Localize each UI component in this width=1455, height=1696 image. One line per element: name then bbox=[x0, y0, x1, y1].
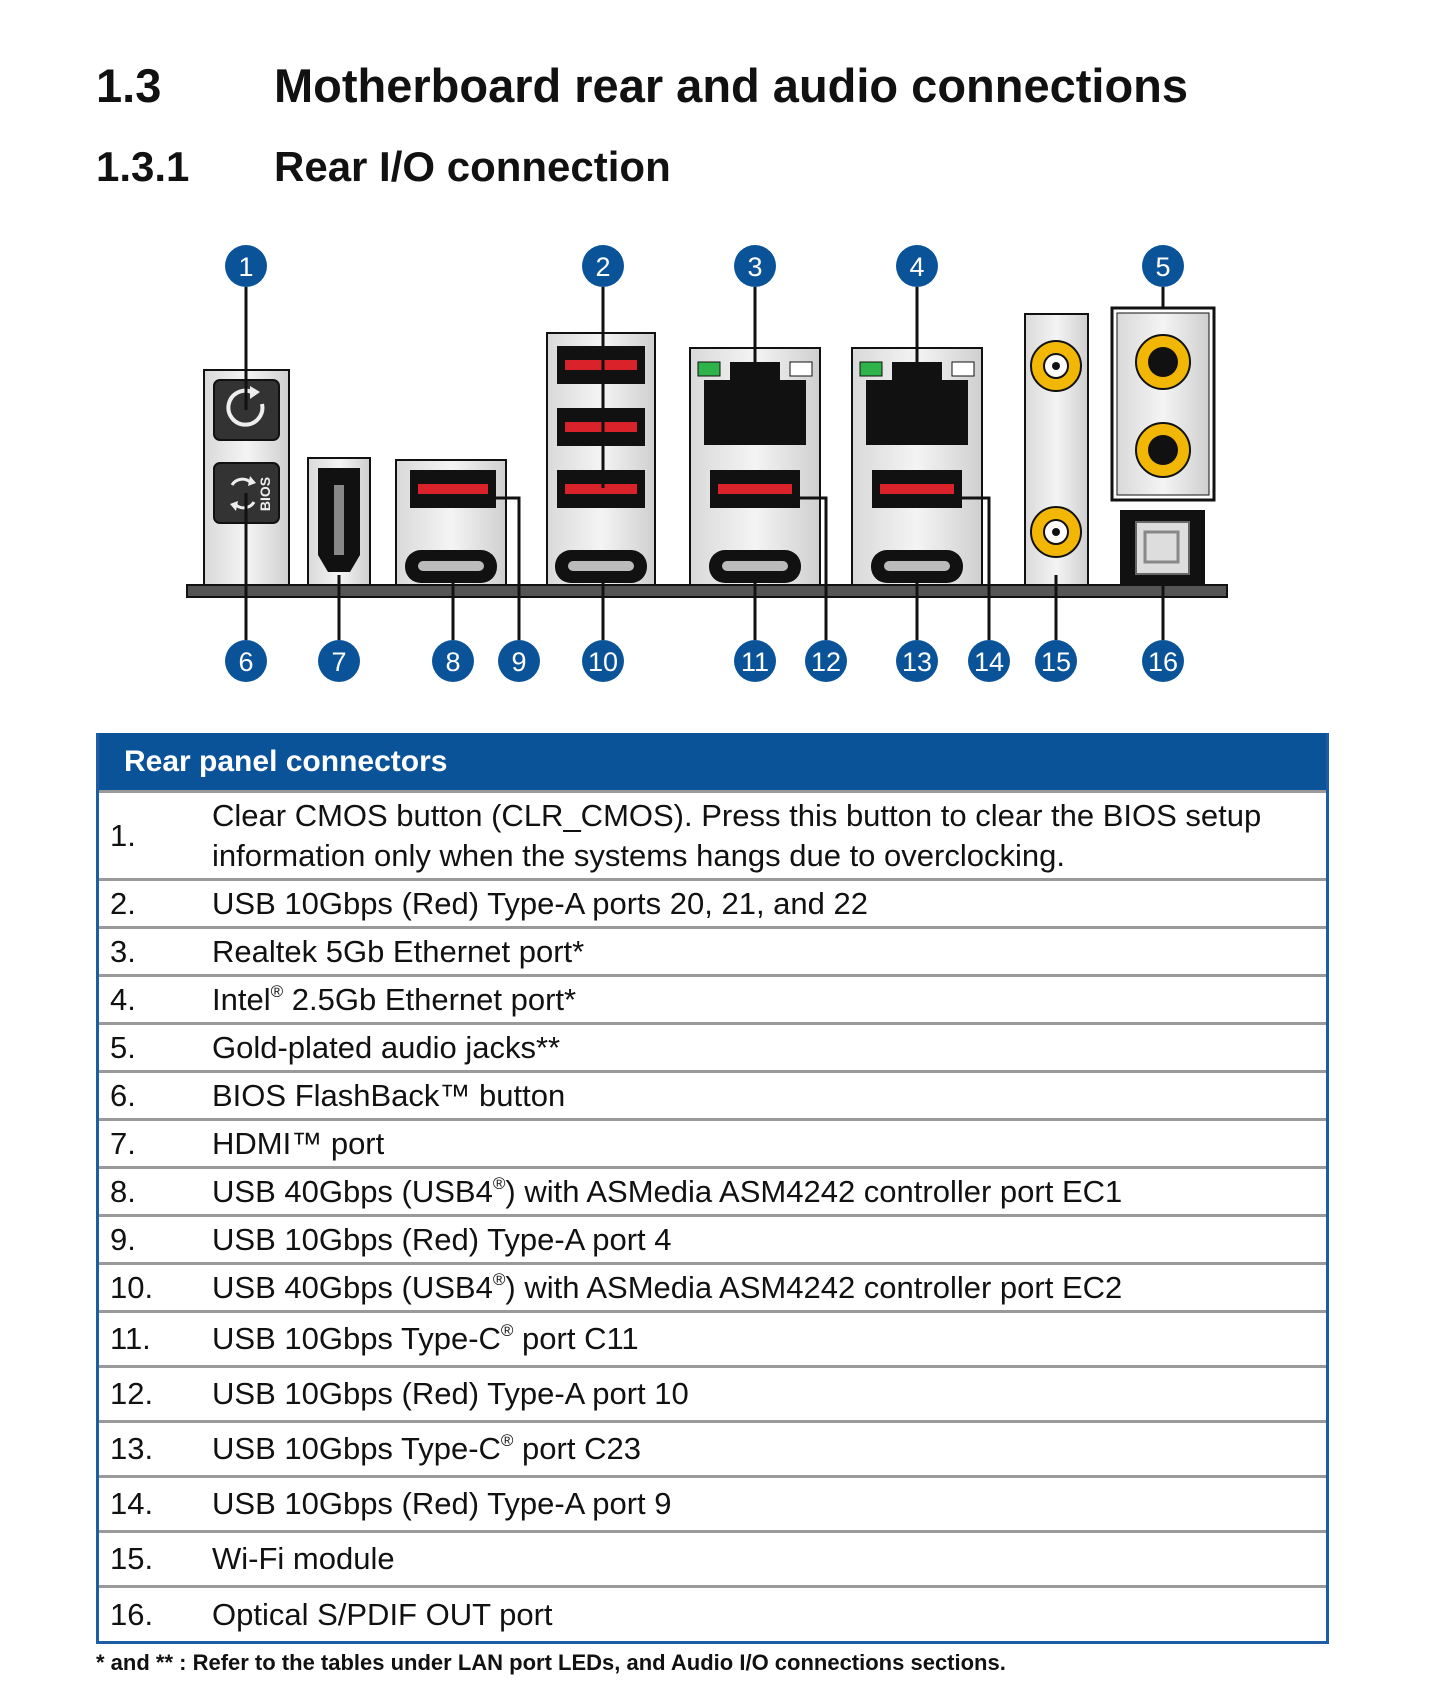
table-row: 9. USB 10Gbps (Red) Type-A port 4 bbox=[99, 1214, 1326, 1262]
row-description: Clear CMOS button (CLR_CMOS). Press this… bbox=[212, 797, 1262, 873]
row-index: 7. bbox=[110, 1125, 136, 1161]
subsection-heading: 1.3.1 Rear I/O connection bbox=[96, 143, 1396, 198]
callout-8: 8 bbox=[432, 640, 474, 682]
row-index: 16. bbox=[110, 1596, 154, 1632]
svg-text:11: 11 bbox=[741, 647, 769, 677]
callout-15: 15 bbox=[1035, 640, 1077, 682]
svg-text:5: 5 bbox=[1155, 252, 1170, 282]
table-row: 3. Realtek 5Gb Ethernet port* bbox=[99, 926, 1326, 974]
table-row: 16. Optical S/PDIF OUT port bbox=[99, 1585, 1326, 1641]
row-description: Intel® 2.5Gb Ethernet port* bbox=[212, 981, 577, 1017]
bios-label: BIOS bbox=[257, 477, 273, 511]
table-row: 7. HDMI™ port bbox=[99, 1118, 1326, 1166]
table-row: 11. USB 10Gbps Type-C® port C11 bbox=[99, 1310, 1326, 1365]
row-index: 9. bbox=[110, 1221, 136, 1257]
callout-13: 13 bbox=[896, 640, 938, 682]
table-row: 8. USB 40Gbps (USB4®) with ASMedia ASM42… bbox=[99, 1166, 1326, 1214]
callout-12: 12 bbox=[805, 640, 847, 682]
hdmi-port bbox=[307, 457, 371, 586]
row-index: 2. bbox=[110, 885, 136, 921]
row-index: 14. bbox=[110, 1486, 154, 1521]
svg-text:8: 8 bbox=[445, 647, 460, 677]
svg-text:7: 7 bbox=[331, 647, 346, 677]
callout-7: 7 bbox=[318, 640, 360, 682]
svg-text:2: 2 bbox=[595, 252, 610, 282]
row-index: 4. bbox=[110, 981, 136, 1017]
table-header: Rear panel connectors bbox=[99, 733, 1326, 790]
row-description: Optical S/PDIF OUT port bbox=[212, 1596, 553, 1632]
usb-stack-20-21-22 bbox=[546, 332, 656, 586]
svg-text:10: 10 bbox=[588, 647, 618, 677]
callout-4: 4 bbox=[896, 245, 938, 287]
svg-text:15: 15 bbox=[1041, 647, 1071, 677]
svg-text:9: 9 bbox=[511, 647, 526, 677]
footnote: * and ** : Refer to the tables under LAN… bbox=[96, 1650, 1006, 1675]
row-description: USB 40Gbps (USB4®) with ASMedia ASM4242 … bbox=[212, 1173, 1123, 1209]
callout-3: 3 bbox=[734, 245, 776, 287]
audio-panel bbox=[1110, 306, 1216, 585]
svg-text:4: 4 bbox=[909, 252, 924, 282]
row-index: 6. bbox=[110, 1077, 136, 1113]
svg-text:6: 6 bbox=[238, 647, 253, 677]
table-row: 1. Clear CMOS button (CLR_CMOS). Press t… bbox=[99, 790, 1326, 878]
row-index: 3. bbox=[110, 933, 136, 969]
row-description: HDMI™ port bbox=[212, 1125, 385, 1161]
row-description: Gold-plated audio jacks** bbox=[212, 1029, 561, 1065]
row-index: 13. bbox=[110, 1431, 154, 1466]
table-row: 10. USB 40Gbps (USB4®) with ASMedia ASM4… bbox=[99, 1262, 1326, 1310]
row-index: 11. bbox=[110, 1321, 151, 1356]
table-row: 15. Wi-Fi module bbox=[99, 1530, 1326, 1585]
svg-text:13: 13 bbox=[902, 647, 932, 677]
reset-icon bbox=[226, 386, 265, 427]
svg-text:12: 12 bbox=[811, 647, 841, 677]
table-row: 6. BIOS FlashBack™ button bbox=[99, 1070, 1326, 1118]
wifi-module bbox=[1024, 313, 1089, 586]
callout-16: 16 bbox=[1142, 640, 1184, 682]
table-row: 12. USB 10Gbps (Red) Type-A port 10 bbox=[99, 1365, 1326, 1420]
row-description: USB 10Gbps (Red) Type-A ports 20, 21, an… bbox=[212, 885, 868, 921]
svg-text:1: 1 bbox=[238, 252, 253, 282]
callout-11: 11 bbox=[734, 640, 776, 682]
callout-14: 14 bbox=[968, 640, 1010, 682]
section-heading: 1.3 Motherboard rear and audio connectio… bbox=[96, 58, 1396, 118]
table-row: 5. Gold-plated audio jacks** bbox=[99, 1022, 1326, 1070]
row-description: Realtek 5Gb Ethernet port* bbox=[212, 933, 585, 969]
subsection-number: 1.3.1 bbox=[96, 143, 190, 190]
row-description: USB 10Gbps Type-C® port C23 bbox=[212, 1431, 641, 1466]
row-description: USB 10Gbps (Red) Type-A port 4 bbox=[212, 1221, 672, 1257]
row-index: 8. bbox=[110, 1173, 136, 1209]
usb4-ec1-stack bbox=[395, 459, 507, 586]
table-row: 14. USB 10Gbps (Red) Type-A port 9 bbox=[99, 1475, 1326, 1530]
table-row: 13. USB 10Gbps Type-C® port C23 bbox=[99, 1420, 1326, 1475]
callout-9: 9 bbox=[498, 640, 540, 682]
row-description: BIOS FlashBack™ button bbox=[212, 1077, 566, 1113]
callout-2: 2 bbox=[582, 245, 624, 287]
row-description: USB 10Gbps Type-C® port C11 bbox=[212, 1321, 639, 1356]
table-row: 4. Intel® 2.5Gb Ethernet port* bbox=[99, 974, 1326, 1022]
row-index: 10. bbox=[110, 1269, 154, 1305]
row-index: 1. bbox=[110, 817, 136, 853]
callout-6: 6 bbox=[225, 640, 267, 682]
row-description: Wi-Fi module bbox=[212, 1541, 395, 1576]
svg-text:14: 14 bbox=[974, 647, 1004, 677]
section-number: 1.3 bbox=[96, 59, 162, 112]
row-description: USB 10Gbps (Red) Type-A port 9 bbox=[212, 1486, 672, 1521]
row-index: 12. bbox=[110, 1376, 154, 1411]
row-description: USB 10Gbps (Red) Type-A port 10 bbox=[212, 1376, 689, 1411]
io-baseplate bbox=[186, 584, 1228, 598]
callout-10: 10 bbox=[582, 640, 624, 682]
subsection-title: Rear I/O connection bbox=[274, 143, 671, 190]
svg-text:3: 3 bbox=[747, 252, 762, 282]
svg-text:16: 16 bbox=[1148, 647, 1178, 677]
callout-5: 5 bbox=[1142, 245, 1184, 287]
rear-panel-connectors-table: Rear panel connectors 1. Clear CMOS butt… bbox=[96, 733, 1329, 1644]
row-description: USB 40Gbps (USB4®) with ASMedia ASM4242 … bbox=[212, 1269, 1123, 1305]
row-index: 5. bbox=[110, 1029, 136, 1065]
callout-1: 1 bbox=[225, 245, 267, 287]
rear-io-diagram: BIOS bbox=[186, 245, 1228, 682]
table-row: 2. USB 10Gbps (Red) Type-A ports 20, 21,… bbox=[99, 878, 1326, 926]
row-index: 15. bbox=[110, 1541, 154, 1576]
leader-lines bbox=[244, 287, 1165, 640]
section-title: Motherboard rear and audio connections bbox=[274, 59, 1188, 112]
